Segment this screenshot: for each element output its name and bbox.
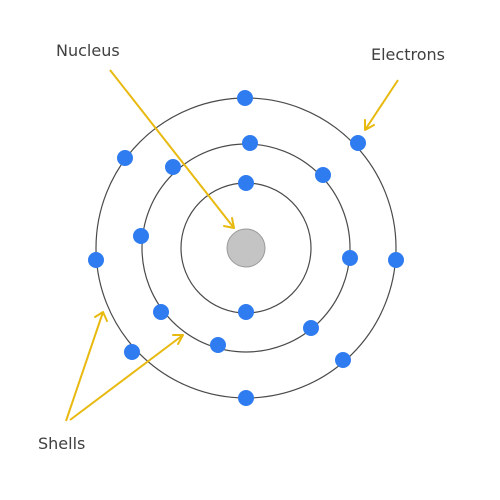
shells-pointer-arrowhead-outer: [94, 311, 108, 322]
nucleus: [226, 228, 266, 268]
electrons-pointer-arrowhead: [364, 119, 375, 131]
electrons-middle-shell: [133, 135, 358, 353]
nucleus-label: Nucleus: [56, 41, 120, 60]
electron: [350, 135, 366, 151]
electron: [210, 337, 226, 353]
shells-label: Shells: [38, 434, 85, 453]
nucleus-pointer-arrowhead: [223, 217, 235, 229]
electron: [238, 175, 254, 191]
electrons-label: Electrons: [371, 45, 445, 64]
electron: [303, 320, 319, 336]
nucleus-pointer-line: [109, 69, 235, 229]
electron: [133, 228, 149, 244]
electron: [342, 250, 358, 266]
electron: [238, 390, 254, 406]
electron: [88, 252, 104, 268]
electron: [242, 135, 258, 151]
nucleus-pointer: [109, 69, 235, 229]
shells-pointer-arrowhead-middle: [172, 334, 184, 345]
electrons-outer-shell: [88, 90, 404, 406]
electron: [237, 90, 253, 106]
shells-pointer: [65, 311, 184, 422]
electrons-pointer-line: [364, 79, 399, 131]
electron: [153, 304, 169, 320]
shells-pointer-line-outer: [65, 311, 104, 422]
electron: [315, 167, 331, 183]
electron: [388, 252, 404, 268]
electrons-inner-shell: [238, 175, 254, 320]
electron: [117, 150, 133, 166]
electron: [124, 344, 140, 360]
electron: [335, 352, 351, 368]
shells-pointer-line-middle: [69, 334, 184, 421]
electrons-pointer: [364, 79, 399, 131]
electron: [238, 304, 254, 320]
electron: [165, 159, 181, 175]
